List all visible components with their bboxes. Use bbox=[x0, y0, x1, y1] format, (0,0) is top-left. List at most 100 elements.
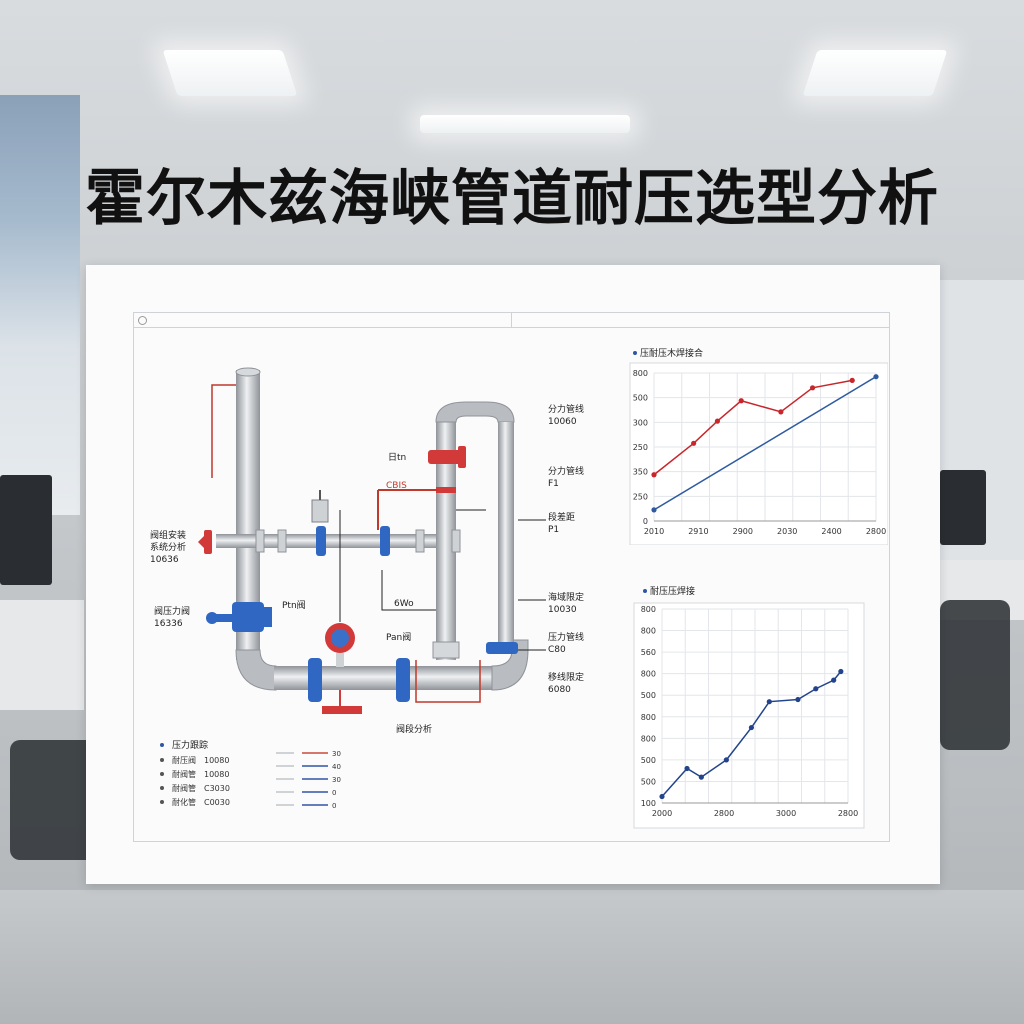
chart-bullet-icon bbox=[633, 351, 637, 355]
blue-flange bbox=[380, 526, 390, 556]
label-left-top: 阀组安装 系统分析 10636 bbox=[150, 529, 189, 565]
pressure-gauge bbox=[325, 623, 355, 667]
monitor bbox=[940, 470, 986, 545]
series-line bbox=[653, 376, 877, 511]
label-mid-1: 日tn bbox=[388, 452, 406, 463]
legend-item: 耐压阀 10080 bbox=[160, 755, 229, 765]
legend-line-label: 0 bbox=[332, 789, 336, 797]
data-point bbox=[748, 724, 755, 731]
label-mid-2: CBIS bbox=[386, 481, 407, 491]
blue-flange bbox=[396, 658, 410, 702]
data-point bbox=[778, 409, 784, 415]
chart-frame bbox=[633, 602, 865, 829]
pipe-foot bbox=[432, 641, 460, 659]
y-tick-label: 300 bbox=[633, 418, 648, 427]
x-tick-label: 2010 bbox=[644, 527, 664, 536]
panel-divider bbox=[511, 313, 512, 327]
diagram-board: 阀组安装 系统分析 10636 阀压力阀 16336 日tn CBIS Ptn阀… bbox=[86, 265, 940, 884]
red-valve-left bbox=[198, 530, 212, 554]
svg-text:10080: 10080 bbox=[204, 756, 229, 765]
y-tick-label: 800 bbox=[641, 605, 656, 614]
gauge-stem bbox=[311, 499, 329, 523]
legend-bullet-icon bbox=[160, 743, 164, 747]
top-elbow bbox=[435, 401, 515, 423]
right-bottom-elbow bbox=[491, 639, 529, 691]
y-tick-label: 500 bbox=[633, 394, 648, 403]
y-tick-label: 0 bbox=[643, 517, 648, 526]
data-point bbox=[723, 757, 729, 763]
legend-line-label: 0 bbox=[332, 802, 336, 810]
data-point bbox=[659, 793, 665, 800]
chart-title: 耐压压焊接 bbox=[650, 585, 695, 597]
x-tick-label: 2800 bbox=[838, 809, 858, 818]
red-outline bbox=[415, 660, 481, 703]
red-guide-line bbox=[211, 384, 241, 478]
data-point bbox=[698, 774, 704, 780]
label-right-4: 海域限定 10030 bbox=[548, 591, 587, 615]
label-mid-4: 6Wo bbox=[394, 599, 414, 609]
chart-title: 压耐压木焊接合 bbox=[640, 347, 703, 359]
page-title: 霍尔木兹海峡管道耐压选型分析 bbox=[85, 164, 939, 234]
ceiling-light bbox=[802, 50, 948, 96]
panel-dot-icon bbox=[138, 316, 147, 325]
x-tick-label: 2800 bbox=[866, 527, 886, 536]
label-right-2: 分力管线 F1 bbox=[548, 465, 587, 489]
y-tick-label: 250 bbox=[633, 443, 648, 452]
data-point bbox=[714, 418, 721, 424]
y-tick-label: 800 bbox=[641, 734, 656, 743]
legend-item: 耐阀管 10080 bbox=[160, 769, 229, 779]
legend-item: 耐阀管 C3030 bbox=[160, 783, 230, 793]
pipe-fitting bbox=[255, 529, 265, 553]
legend-line-label: 40 bbox=[332, 763, 341, 771]
x-tick-label: 2030 bbox=[777, 527, 797, 536]
floor bbox=[0, 890, 1024, 1024]
label-left-bottom: 阀压力阀 16336 bbox=[154, 605, 193, 629]
svg-text:C0030: C0030 bbox=[204, 798, 230, 807]
svg-text:耐阀管: 耐阀管 bbox=[172, 769, 196, 779]
label-mid-3: Ptn阀 bbox=[282, 600, 306, 611]
chart-bullet-icon bbox=[643, 589, 647, 593]
far-right-vertical-pipe bbox=[498, 422, 514, 642]
pipe-cap bbox=[235, 367, 261, 377]
data-point bbox=[651, 472, 657, 478]
y-tick-label: 800 bbox=[633, 369, 648, 378]
x-tick-label: 2910 bbox=[688, 527, 708, 536]
data-point bbox=[738, 398, 744, 404]
red-flange-right bbox=[428, 446, 466, 468]
ceiling-light bbox=[162, 50, 298, 96]
diagram-panel bbox=[133, 312, 890, 842]
pipe-fitting bbox=[277, 529, 287, 553]
svg-text:耐压阀: 耐压阀 bbox=[172, 755, 196, 765]
data-point bbox=[691, 440, 697, 446]
svg-text:10080: 10080 bbox=[204, 770, 229, 779]
data-point bbox=[849, 377, 855, 383]
y-tick-label: 800 bbox=[641, 670, 656, 679]
x-tick-label: 2400 bbox=[821, 527, 841, 536]
label-right-3: 段差距 P1 bbox=[548, 511, 578, 535]
red-stand bbox=[322, 706, 362, 714]
x-tick-label: 2900 bbox=[733, 527, 753, 536]
data-point bbox=[766, 699, 772, 705]
data-point bbox=[684, 765, 690, 772]
legend-line-label: 30 bbox=[332, 776, 341, 784]
pipe-diagram: 阀组安装 系统分析 10636 阀压力阀 16336 日tn CBIS Ptn阀… bbox=[150, 367, 587, 735]
legend-title: 压力跟踪 bbox=[172, 739, 208, 751]
data-point bbox=[873, 374, 879, 380]
data-point bbox=[831, 677, 837, 683]
data-point bbox=[838, 668, 844, 675]
data-point bbox=[651, 507, 657, 513]
y-tick-label: 800 bbox=[641, 627, 656, 636]
x-tick-label: 2000 bbox=[652, 809, 672, 818]
office-chair bbox=[940, 600, 1010, 750]
label-mid-5: Pan阀 bbox=[386, 632, 411, 643]
bottom-elbow bbox=[235, 649, 277, 691]
chart-frame bbox=[629, 362, 888, 545]
monitor bbox=[0, 475, 52, 585]
y-tick-label: 350 bbox=[633, 468, 648, 477]
desk bbox=[0, 600, 84, 710]
x-tick-label: 3000 bbox=[776, 809, 796, 818]
panel-header bbox=[134, 313, 889, 328]
